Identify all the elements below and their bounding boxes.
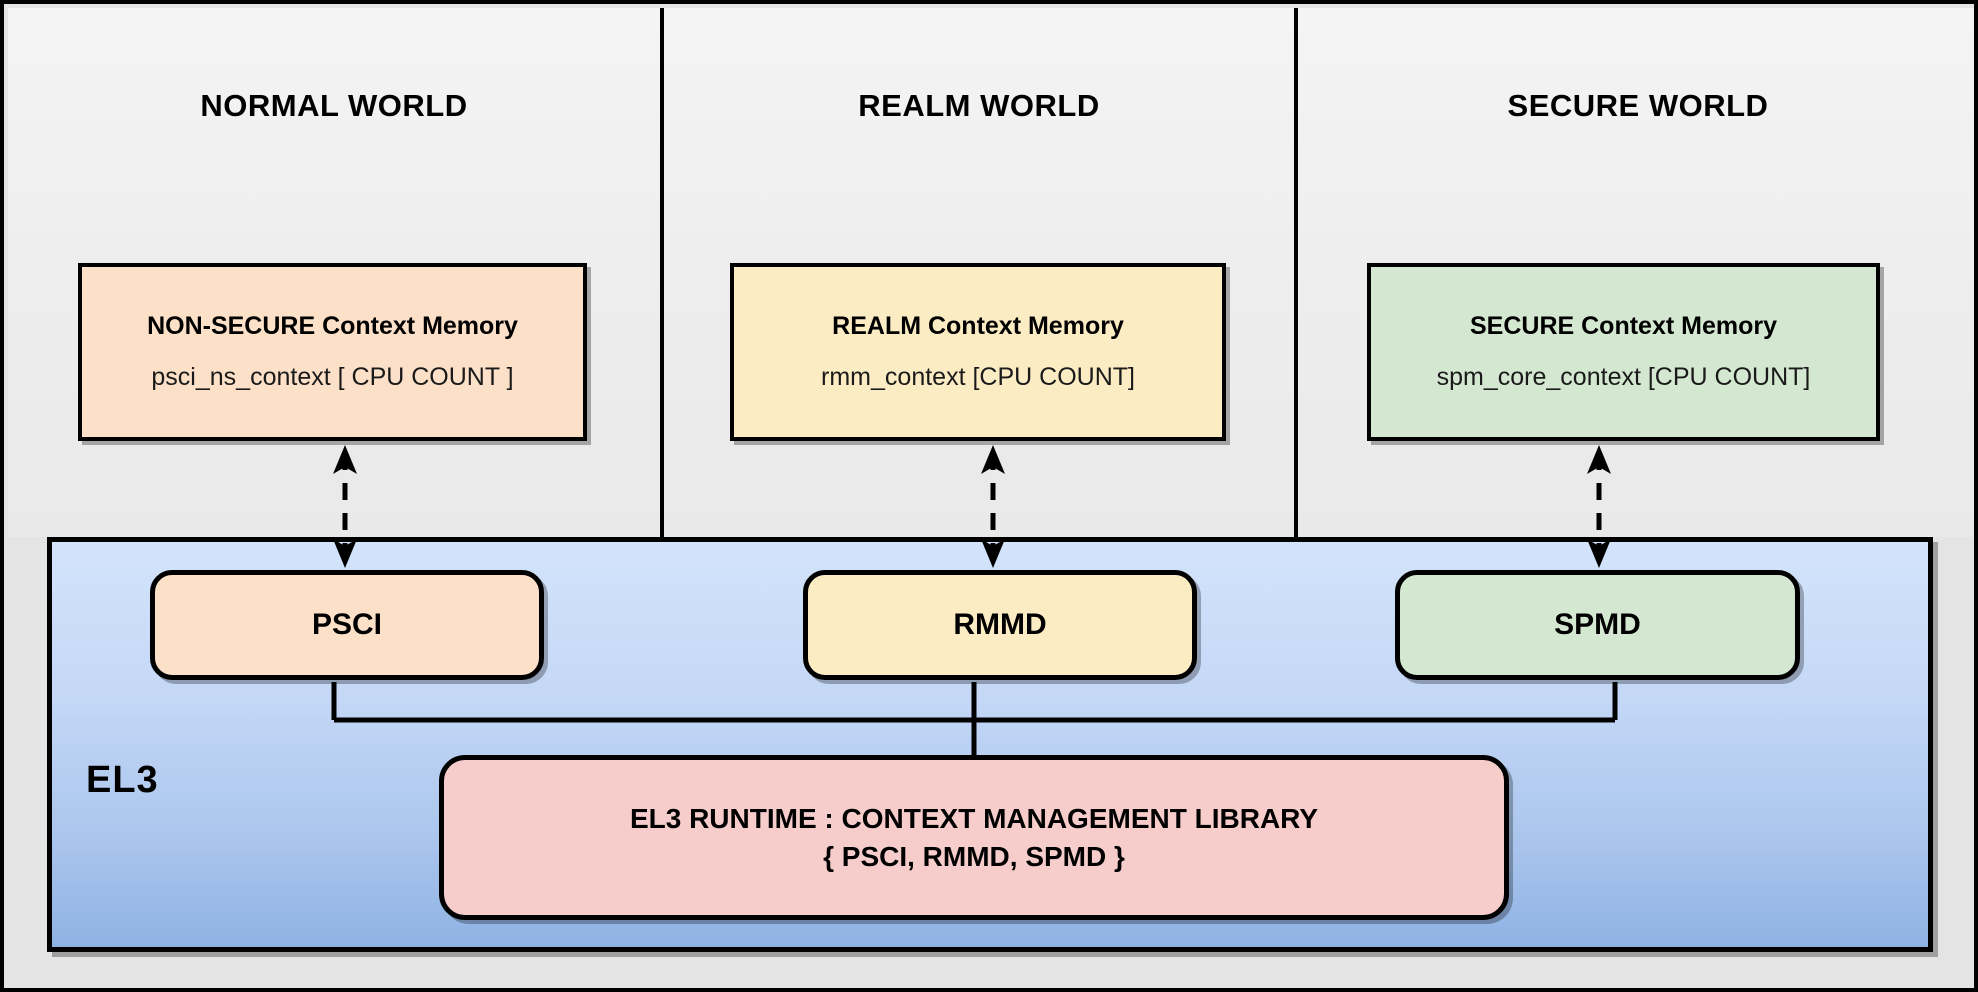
dispatcher-psci-label: PSCI bbox=[311, 608, 383, 641]
el3-runtime-library-line2: { PSCI, RMMD, SPMD } bbox=[823, 840, 1125, 872]
dispatcher-rmmd[interactable]: RMMD bbox=[803, 570, 1197, 680]
el3-runtime-library-line1: EL3 RUNTIME : CONTEXT MANAGEMENT LIBRARY bbox=[629, 802, 1319, 834]
context-memory-secure[interactable]: SECURE Context Memory spm_core_context [… bbox=[1367, 263, 1880, 441]
dispatcher-spmd-label: SPMD bbox=[1554, 608, 1641, 641]
dispatcher-spmd[interactable]: SPMD bbox=[1395, 570, 1800, 680]
world-title-secure: SECURE WORLD bbox=[1507, 88, 1769, 123]
context-memory-non-secure-subtitle: psci_ns_context [ CPU COUNT ] bbox=[151, 363, 514, 391]
el3-runtime-library-box[interactable]: EL3 RUNTIME : CONTEXT MANAGEMENT LIBRARY… bbox=[439, 755, 1509, 920]
el3-panel-label: EL3 bbox=[86, 759, 159, 801]
dispatcher-psci[interactable]: PSCI bbox=[150, 570, 544, 680]
context-memory-realm[interactable]: REALM Context Memory rmm_context [CPU CO… bbox=[730, 263, 1226, 441]
context-memory-realm-subtitle: rmm_context [CPU COUNT] bbox=[821, 363, 1135, 391]
context-memory-realm-title: REALM Context Memory bbox=[832, 312, 1124, 340]
world-title-normal: NORMAL WORLD bbox=[200, 88, 468, 123]
context-memory-secure-subtitle: spm_core_context [CPU COUNT] bbox=[1436, 363, 1811, 391]
context-memory-non-secure-title: NON-SECURE Context Memory bbox=[147, 312, 518, 340]
context-memory-secure-title: SECURE Context Memory bbox=[1470, 312, 1777, 340]
world-title-realm: REALM WORLD bbox=[858, 88, 1100, 123]
dispatcher-rmmd-label: RMMD bbox=[953, 608, 1047, 641]
context-memory-non-secure[interactable]: NON-SECURE Context Memory psci_ns_contex… bbox=[78, 263, 587, 441]
